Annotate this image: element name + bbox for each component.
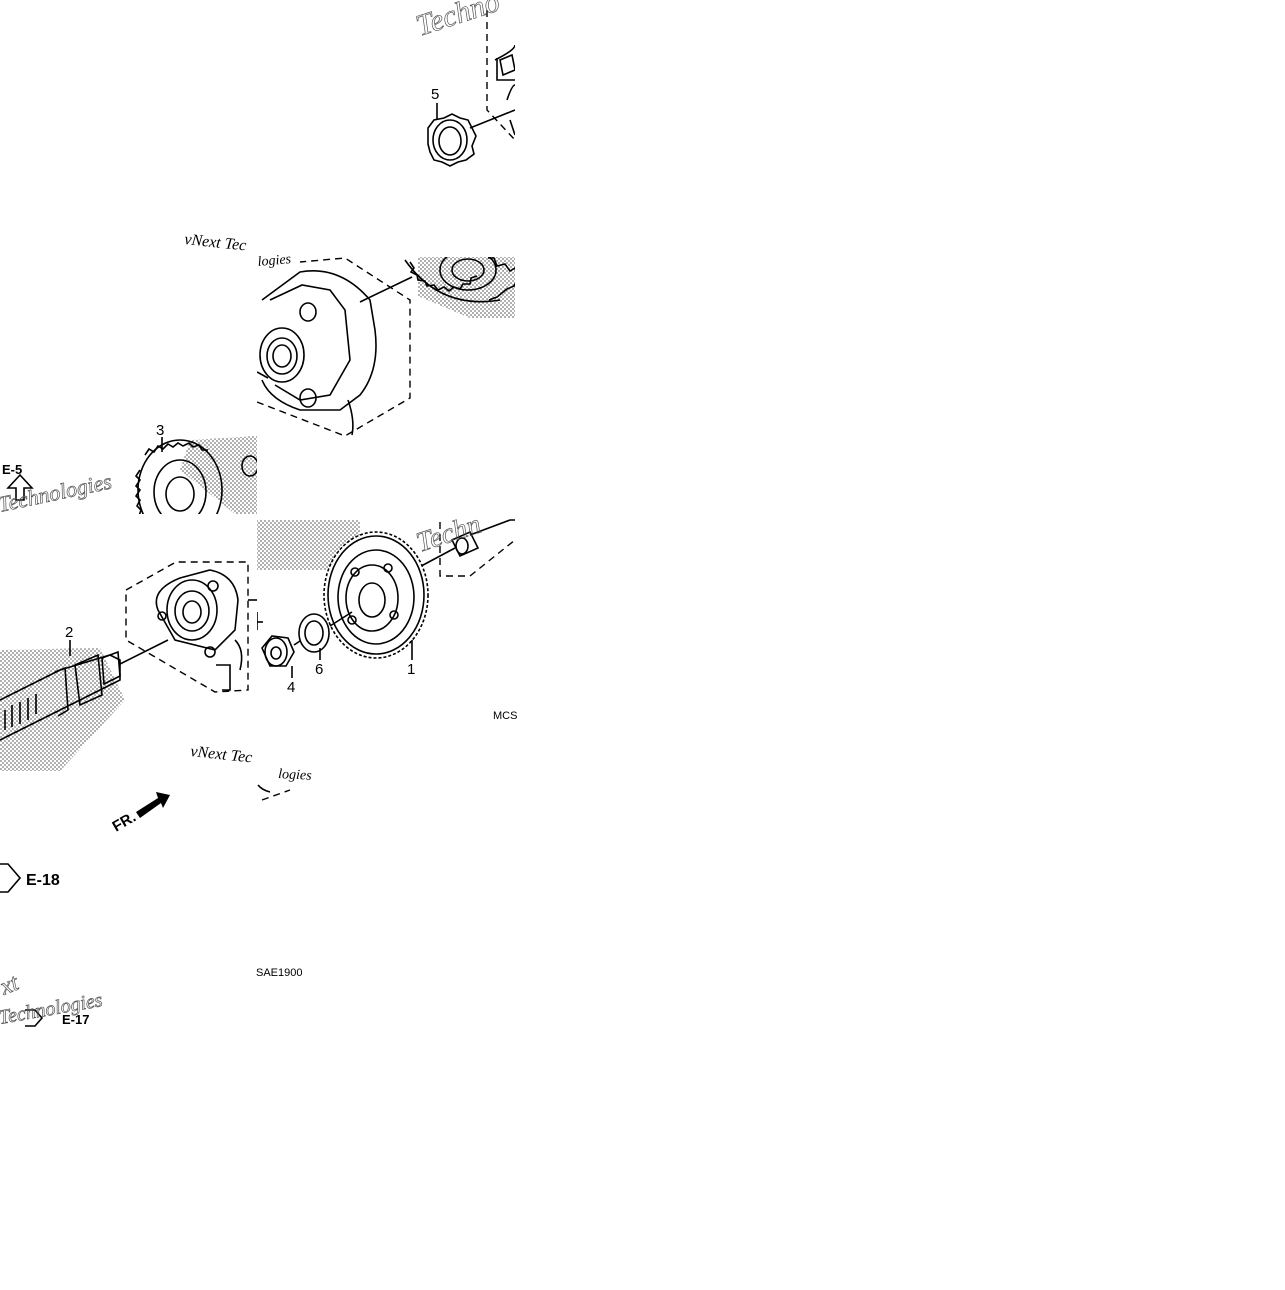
reference-arrows-section [0,863,44,1027]
watermark-6: logies [278,767,313,784]
watermark-5: vNext Tec [190,743,253,766]
shaft-2-section [0,561,257,771]
reference-e5: E-5 [2,462,22,477]
part-5-lock-nut [427,103,477,167]
lower-fragment [257,784,291,801]
part-4-flange-nut [261,635,301,678]
watermark-3: logies [257,252,292,270]
callout-6: 6 [315,661,323,678]
watermark-layer: Techno vNext Tec logies Technologies vNe… [0,0,504,1029]
callout-2: 2 [65,624,73,641]
gear-3-section [6,436,257,514]
watermark-8: xt [0,969,24,1000]
part-1-driven-gear [323,531,429,660]
callout-5: 5 [431,86,439,103]
housing-middle-section [257,257,515,437]
callout-3: 3 [156,422,164,439]
front-arrow [136,792,170,818]
callout-4: 4 [287,679,295,696]
reference-e17: E-17 [62,1012,89,1027]
reference-e18: E-18 [26,872,60,889]
watermark-1: Techno [412,0,504,43]
part-6-washer [298,611,353,660]
callout-1: 1 [407,661,415,678]
watermark-2: vNext Tec [184,231,247,254]
front-label: FR. [110,809,139,836]
diagram-code: SAE1900 [256,967,302,979]
housing-top-section [469,10,515,141]
diagram-side-code: MCS [493,710,517,722]
